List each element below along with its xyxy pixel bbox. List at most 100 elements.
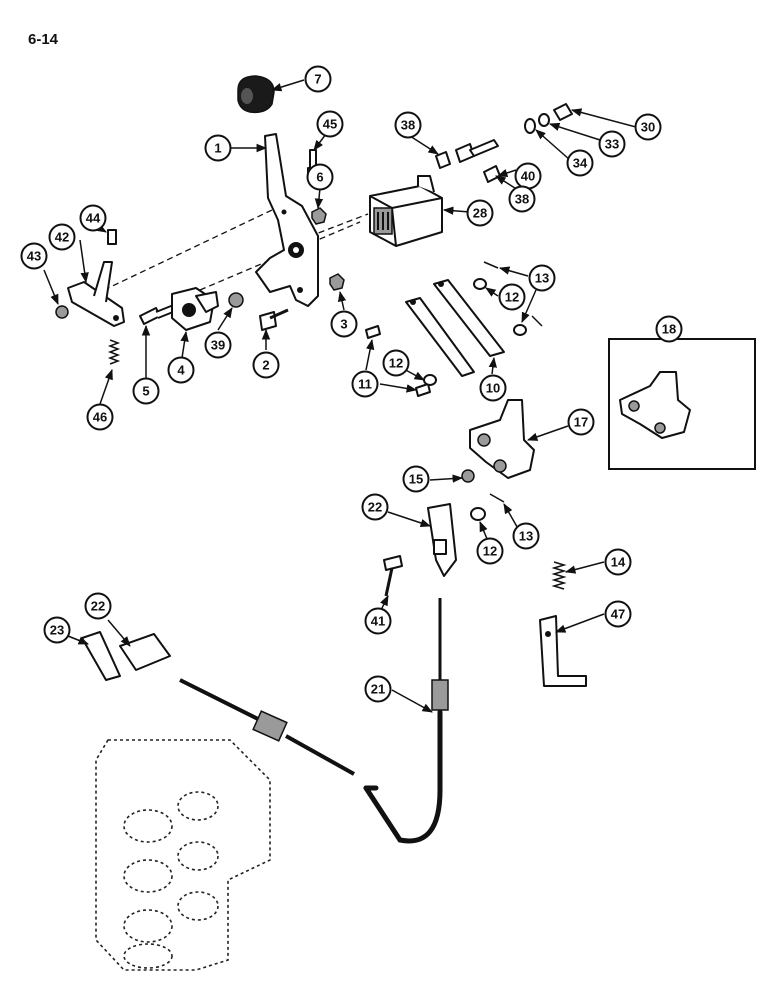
- part-switch-block: [369, 175, 443, 247]
- callout-40: 40: [514, 162, 542, 190]
- callout-38-lower: 38: [508, 185, 536, 213]
- part-pin-45: [107, 229, 117, 245]
- svg-text:44: 44: [86, 211, 101, 226]
- svg-text:30: 30: [641, 120, 655, 135]
- svg-text:40: 40: [521, 169, 535, 184]
- svg-text:22: 22: [368, 500, 382, 515]
- part-pivot-bushing: [171, 287, 219, 331]
- callout-28: 28: [466, 199, 494, 227]
- callout-47: 47: [604, 600, 632, 628]
- svg-text:45: 45: [323, 117, 337, 132]
- part-cable-lower: [179, 678, 355, 776]
- part-bracket-inset: [619, 371, 691, 439]
- callout-43: 45: [316, 110, 344, 138]
- svg-text:13: 13: [519, 529, 533, 544]
- svg-text:1: 1: [214, 141, 221, 156]
- part-star-washer: [228, 292, 244, 308]
- callout-44: 43: [20, 242, 48, 270]
- callout-39: 39: [204, 331, 232, 359]
- callout-34: 34: [566, 149, 594, 177]
- svg-text:46: 46: [93, 410, 107, 425]
- callout-21: 21: [364, 675, 392, 703]
- part-spring-14: [551, 561, 567, 590]
- callout-4: 4: [167, 356, 195, 384]
- svg-text:33: 33: [605, 137, 619, 152]
- callout-12-left: 12: [382, 349, 410, 377]
- svg-text:6: 6: [316, 170, 323, 185]
- svg-text:47: 47: [611, 607, 625, 622]
- svg-text:13: 13: [535, 271, 549, 286]
- svg-text:12: 12: [505, 290, 519, 305]
- svg-text:5: 5: [142, 384, 149, 399]
- callout-6: 6: [306, 163, 334, 191]
- callout-23: 23: [43, 616, 71, 644]
- callout-2: 2: [252, 351, 280, 379]
- svg-text:14: 14: [611, 555, 626, 570]
- part-nut-44: [55, 305, 69, 319]
- callout-3: 3: [330, 310, 358, 338]
- part-screws-11: [365, 325, 437, 397]
- callout-12-lower: 12: [476, 537, 504, 565]
- callout-15: 15: [402, 465, 430, 493]
- svg-text:38: 38: [515, 192, 529, 207]
- svg-text:18: 18: [662, 322, 676, 337]
- callout-46: 46: [86, 403, 114, 431]
- svg-text:4: 4: [177, 363, 185, 378]
- part-switch-rod: [435, 139, 501, 183]
- part-clevis-lower: [81, 631, 171, 681]
- callout-38-upper: 38: [394, 111, 422, 139]
- svg-text:15: 15: [409, 472, 423, 487]
- callout-18: 18: [655, 315, 683, 343]
- part-links: [405, 279, 505, 377]
- part-nut-6: [311, 207, 327, 225]
- part-bracket-42: [67, 261, 125, 327]
- svg-text:11: 11: [358, 377, 372, 392]
- svg-text:12: 12: [389, 356, 403, 371]
- callout-13-lower: 13: [512, 522, 540, 550]
- svg-text:7: 7: [314, 72, 321, 87]
- callout-22-upper: 22: [361, 493, 389, 521]
- inset-detail-box: [608, 338, 756, 470]
- page-number: 6-14: [28, 31, 59, 48]
- callout-30: 30: [634, 113, 662, 141]
- callout-41: 41: [364, 607, 392, 635]
- callout-14: 14: [604, 548, 632, 576]
- callout-11: 11: [351, 370, 379, 398]
- svg-text:39: 39: [211, 338, 225, 353]
- callout-7: 7: [304, 65, 332, 93]
- svg-text:3: 3: [340, 317, 347, 332]
- callout-17: 17: [567, 408, 595, 436]
- part-spring-46: [107, 339, 121, 365]
- callout-12-mid: 12: [498, 283, 526, 311]
- callout-10: 10: [479, 374, 507, 402]
- svg-text:34: 34: [573, 156, 588, 171]
- svg-text:12: 12: [483, 544, 497, 559]
- part-lower-hardware: [461, 469, 505, 521]
- svg-text:17: 17: [574, 415, 588, 430]
- part-control-cable: [363, 598, 449, 844]
- svg-text:2: 2: [262, 358, 269, 373]
- svg-text:28: 28: [473, 206, 487, 221]
- callout-33: 33: [598, 130, 626, 158]
- svg-text:43: 43: [27, 249, 41, 264]
- svg-text:10: 10: [486, 381, 500, 396]
- svg-text:38: 38: [401, 118, 415, 133]
- part-nut-3: [329, 273, 345, 291]
- part-bolt-41: [383, 555, 403, 597]
- svg-text:41: 41: [371, 614, 385, 629]
- part-l-bracket: [539, 615, 587, 687]
- part-bolt-2: [259, 308, 289, 331]
- part-pins-washers: [473, 261, 543, 336]
- callout-45: 44: [79, 204, 107, 232]
- part-clevis-upper: [427, 503, 457, 577]
- callout-1: 1: [204, 134, 232, 162]
- callout-42: 42: [48, 223, 76, 251]
- callout-13-upper: 13: [528, 264, 556, 292]
- callout-22-lower: 22: [84, 592, 112, 620]
- part-lever-plate: [255, 133, 319, 307]
- svg-text:23: 23: [50, 623, 64, 638]
- svg-text:22: 22: [91, 599, 105, 614]
- part-screw-washers: [524, 103, 573, 134]
- callout-5: 5: [132, 377, 160, 405]
